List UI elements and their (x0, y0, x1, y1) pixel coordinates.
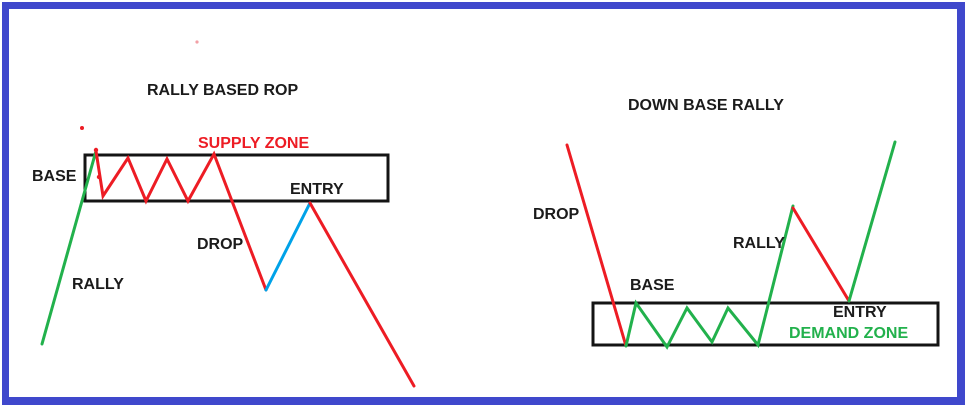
demand-base-zigzag-and-rally-line (624, 204, 795, 350)
left-rally-label: RALLY (72, 276, 124, 293)
demand-zone-label: DEMAND ZONE (789, 325, 909, 342)
stray-red-dot (80, 126, 84, 130)
demand-zone-box (591, 301, 940, 347)
left-entry-label: ENTRY (290, 181, 344, 198)
wiggle-mark-dot (96, 174, 102, 180)
final-rally-line (847, 140, 897, 303)
right-rally-label: RALLY (733, 235, 785, 252)
stray-pink-dot (195, 40, 199, 44)
right-drop-label: DROP (533, 206, 580, 223)
final-drop-line (308, 201, 416, 388)
supply-base-zigzag-and-drop-line (94, 149, 268, 292)
left-diagram-title: RALLY BASED ROP (147, 82, 299, 99)
drop-down-line (565, 143, 628, 348)
right-entry-label: ENTRY (833, 304, 887, 321)
peak-mark-dot (93, 147, 99, 153)
right-diagram-title: DOWN BASE RALLY (628, 97, 784, 114)
rally-up-line (40, 149, 98, 346)
left-base-label: BASE (32, 168, 77, 185)
supply-zone-box (83, 153, 390, 203)
supply-zone-label: SUPPLY ZONE (198, 135, 310, 152)
left-drop-label: DROP (197, 236, 244, 253)
entry-pullback-line (264, 201, 312, 292)
retrace-drop-line (791, 206, 851, 303)
right-base-label: BASE (630, 277, 675, 294)
